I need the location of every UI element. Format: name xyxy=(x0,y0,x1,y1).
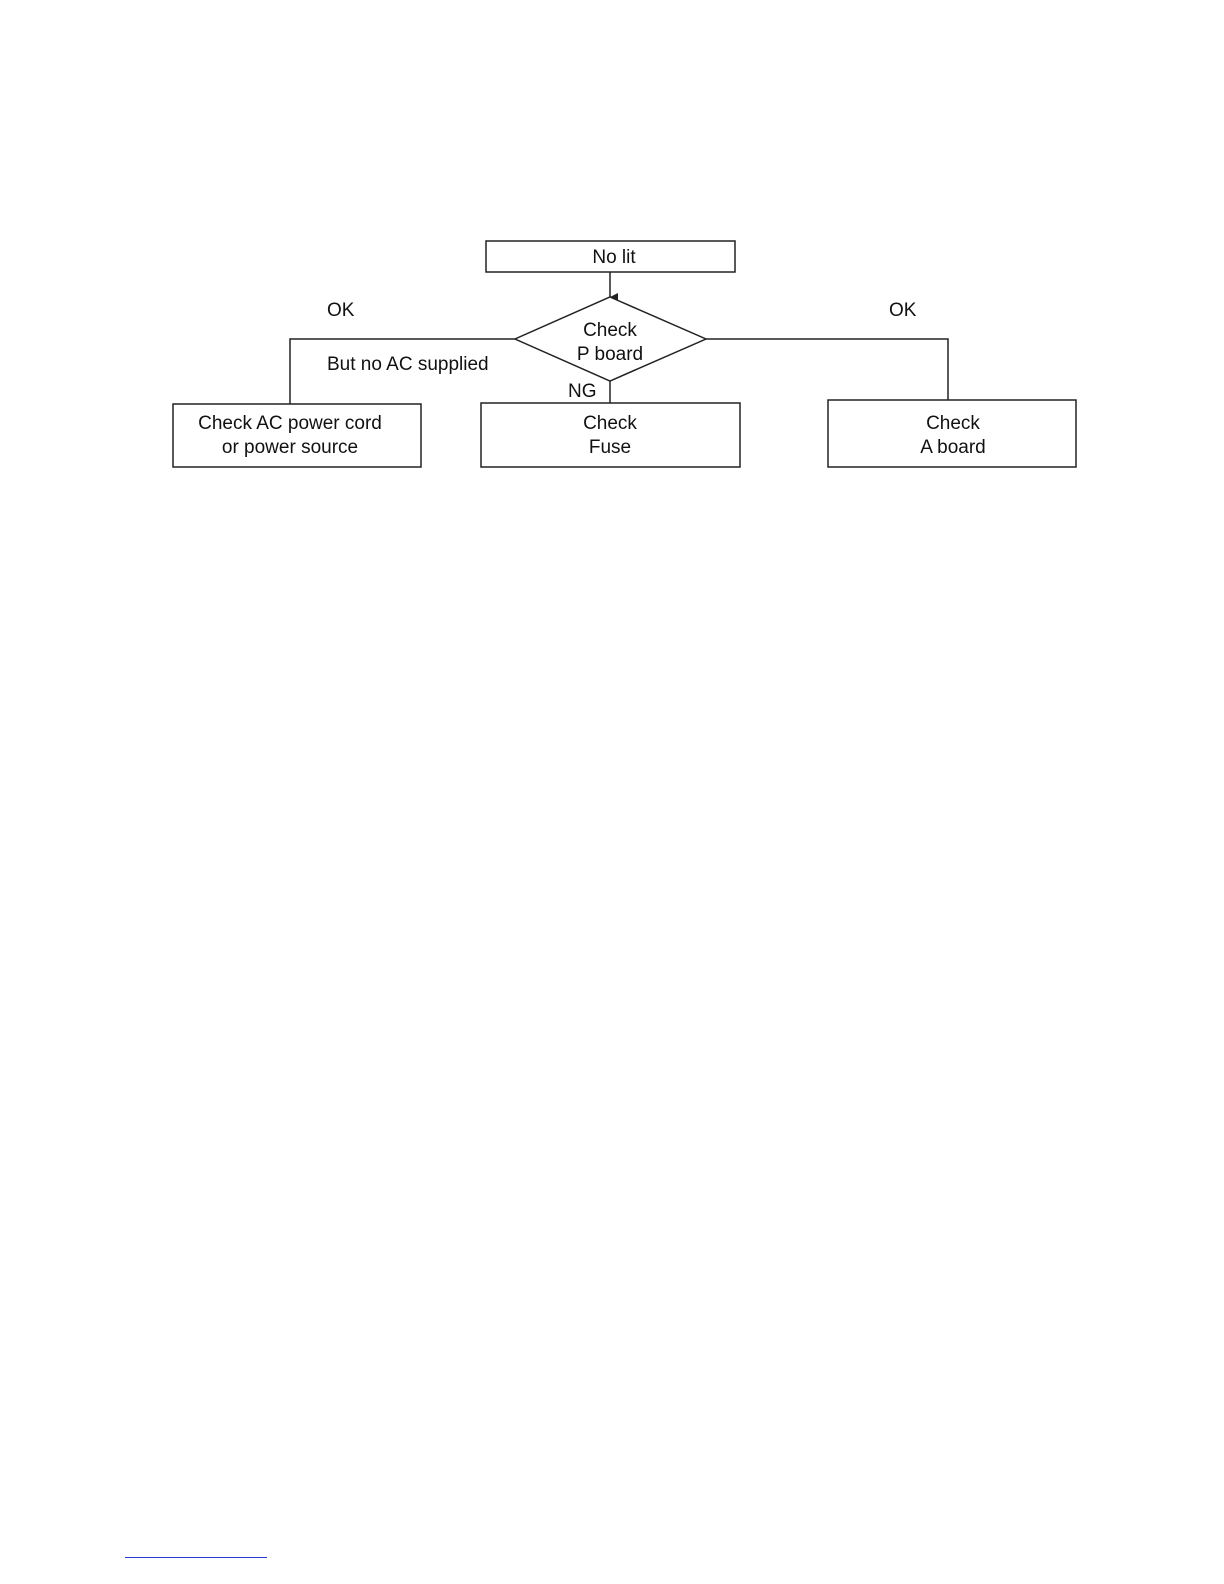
edge-label-left-ok: OK xyxy=(327,300,355,321)
node-no-lit: No lit xyxy=(486,241,735,272)
node-check-p-board-line2: P board xyxy=(577,344,643,365)
node-check-a-board-line1: Check xyxy=(926,413,980,434)
edge-label-middle-ng: NG xyxy=(568,381,597,402)
node-check-p-board: Check P board xyxy=(515,297,706,381)
node-check-fuse: Check Fuse xyxy=(481,403,740,467)
node-check-p-board-line1: Check xyxy=(583,320,637,341)
node-no-lit-label: No lit xyxy=(592,247,636,268)
connector-decision-to-right xyxy=(706,339,948,400)
node-check-fuse-line2: Fuse xyxy=(589,437,631,458)
edge-label-right-ok: OK xyxy=(889,300,917,321)
node-check-ac-power-cord-line2: or power source xyxy=(222,437,358,458)
node-check-ac-power-cord-line1: Check AC power cord xyxy=(198,413,382,434)
node-check-ac-power-cord: Check AC power cord or power source xyxy=(173,404,421,467)
node-check-fuse-line1: Check xyxy=(583,413,637,434)
footer-rule xyxy=(125,1557,267,1558)
node-check-a-board: Check A board xyxy=(828,400,1076,467)
edge-label-left-condition: But no AC supplied xyxy=(327,354,489,375)
node-check-a-board-line2: A board xyxy=(920,437,986,458)
